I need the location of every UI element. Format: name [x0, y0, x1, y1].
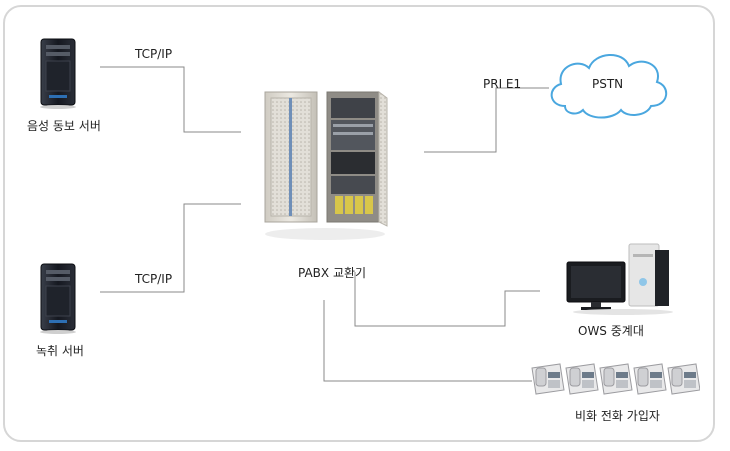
record-server-icon	[40, 263, 76, 334]
pri-e1-label: PRI E1	[483, 77, 522, 91]
link-pabx-ows	[354, 272, 540, 327]
tcp-ip-label-top: TCP/IP	[135, 47, 173, 61]
voice-server-label: 음성 동보 서버	[27, 119, 101, 133]
secure-phones-icon	[531, 363, 700, 395]
pstn-label: PSTN	[592, 77, 624, 91]
pabx-label: PABX 교환기	[298, 266, 367, 280]
link-pabx-pstn	[424, 87, 549, 153]
pabx-cabinet-icon	[264, 91, 388, 240]
ows-label: OWS 중계대	[578, 324, 644, 338]
link-pabx-phones	[323, 300, 532, 382]
link-record-server-pabx	[100, 203, 241, 293]
pstn-cloud-icon	[550, 54, 667, 119]
record-server-label: 녹취 서버	[36, 344, 84, 358]
phones-label: 비화 전화 가입자	[575, 409, 660, 423]
link-voice-server-pabx	[100, 66, 241, 133]
voice-server-icon	[40, 38, 76, 109]
ows-console-icon	[566, 243, 673, 315]
tcp-ip-label-bottom: TCP/IP	[135, 272, 173, 286]
